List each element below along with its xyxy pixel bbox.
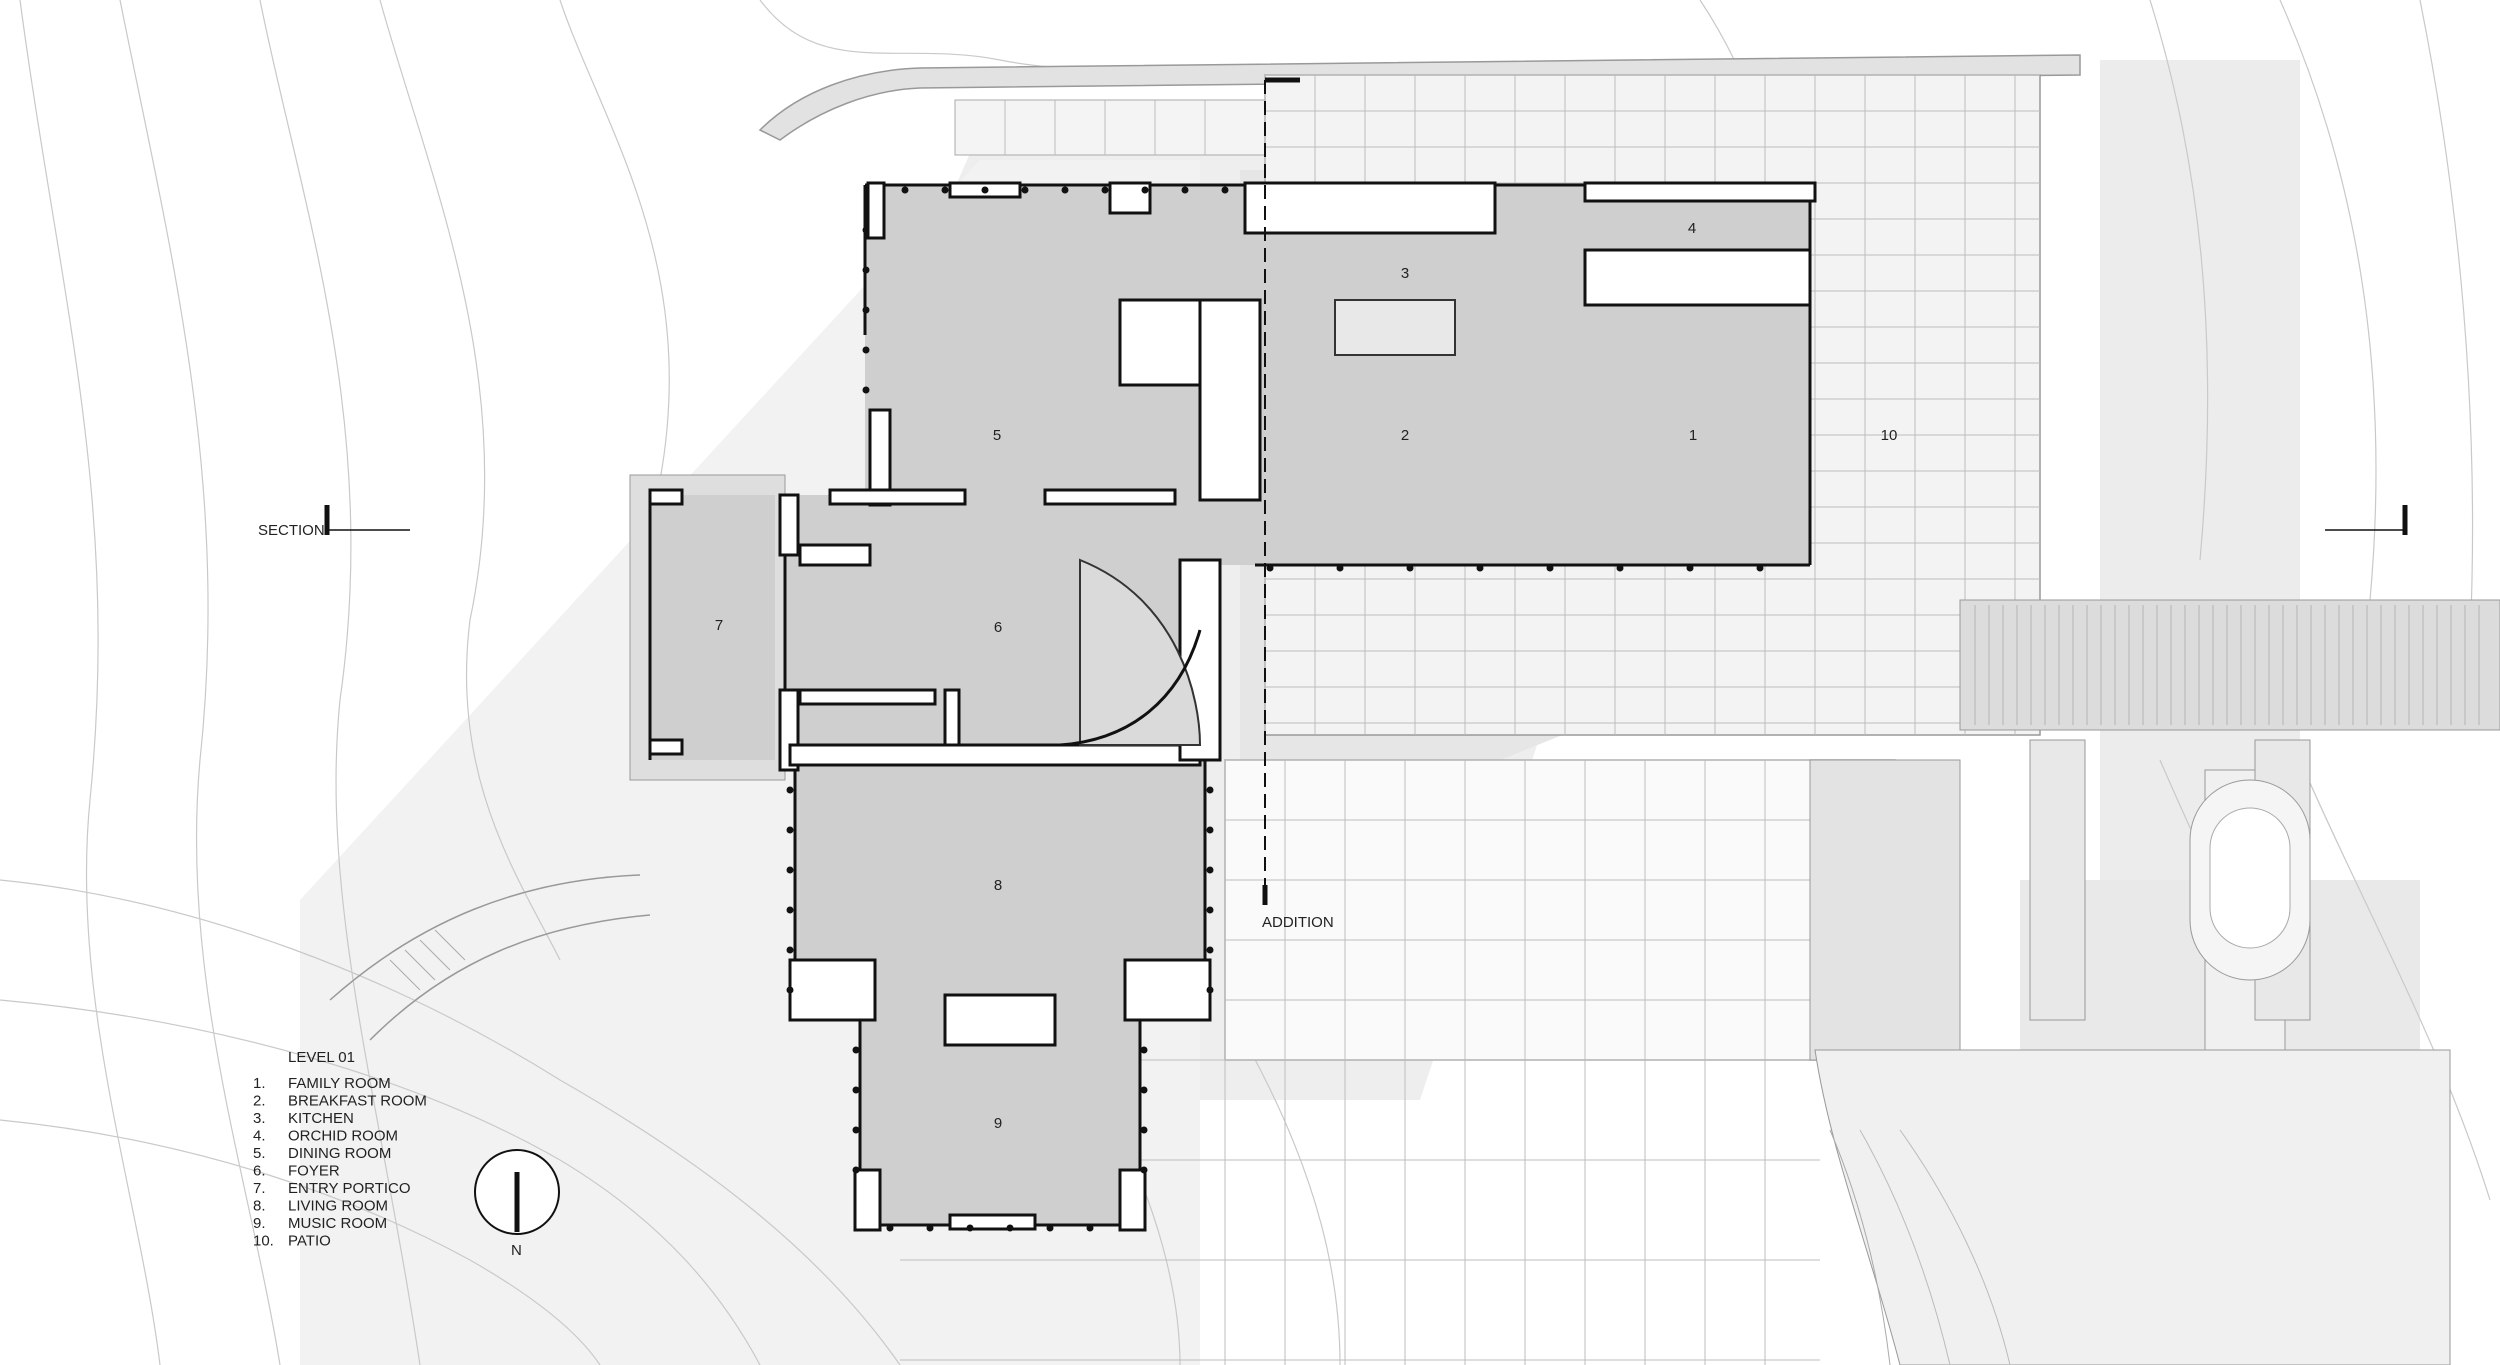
room-number-breakfast: 2 [1401, 427, 1409, 444]
column [1206, 946, 1214, 954]
column [1406, 564, 1414, 572]
column [852, 1046, 860, 1054]
legend-item-label: FAMILY ROOM [288, 1075, 391, 1092]
room-labels: 1 2 3 4 5 6 7 8 9 10 [715, 220, 1898, 1132]
column [1476, 564, 1484, 572]
column [786, 866, 794, 874]
legend: LEVEL 01 1. FAMILY ROOM 2. BREAKFAST ROOM 3.… [253, 1049, 427, 1250]
column [901, 186, 909, 194]
column [862, 226, 870, 234]
column [1546, 564, 1554, 572]
column [1221, 186, 1229, 194]
legend-item-label: FOYER [288, 1163, 340, 1180]
column [1756, 564, 1764, 572]
column [926, 1224, 934, 1232]
legend-item-number: 6. [253, 1163, 266, 1180]
lawn-grid [900, 759, 1961, 1365]
north-label: N [511, 1242, 522, 1259]
column [1181, 186, 1189, 194]
room-number-orchid: 4 [1688, 220, 1696, 237]
room-number-music: 9 [994, 1115, 1002, 1132]
column [1616, 564, 1624, 572]
column [1141, 186, 1149, 194]
room-number-foyer: 6 [994, 619, 1002, 636]
legend-item-number: 10. [253, 1233, 274, 1250]
building [629, 181, 1817, 1232]
column [1206, 826, 1214, 834]
column [1140, 1126, 1148, 1134]
section-label: SECTION [258, 522, 325, 539]
column [786, 906, 794, 914]
legend-item-label: PATIO [288, 1233, 331, 1250]
column [886, 1224, 894, 1232]
column [786, 786, 794, 794]
column [981, 186, 989, 194]
legend-item-label: LIVING ROOM [288, 1198, 388, 1215]
legend-item-label: DINING ROOM [288, 1145, 391, 1162]
column [862, 306, 870, 314]
legend-item-label: MUSIC ROOM [288, 1215, 387, 1232]
column [1206, 786, 1214, 794]
column [1266, 564, 1274, 572]
room-number-portico: 7 [715, 617, 723, 634]
column [786, 986, 794, 994]
column [1206, 906, 1214, 914]
legend-item-number: 4. [253, 1128, 266, 1145]
legend-item-label: ORCHID ROOM [288, 1128, 398, 1145]
legend-item-number: 3. [253, 1110, 266, 1127]
column [1140, 1046, 1148, 1054]
column [1336, 564, 1344, 572]
legend-item-number: 2. [253, 1093, 266, 1110]
addition-label: ADDITION [1262, 914, 1334, 931]
column [1206, 986, 1214, 994]
column [1206, 866, 1214, 874]
north-arrow-icon: N [474, 1149, 560, 1259]
room-number-family: 1 [1689, 427, 1697, 444]
legend-item-label: KITCHEN [288, 1110, 354, 1127]
column [852, 1086, 860, 1094]
column [1006, 1224, 1014, 1232]
column [852, 1126, 860, 1134]
legend-item-number: 5. [253, 1145, 266, 1162]
column [1061, 186, 1069, 194]
column [1046, 1224, 1054, 1232]
legend-item-number: 9. [253, 1215, 266, 1232]
room-number-kitchen: 3 [1401, 265, 1409, 282]
column [852, 1166, 860, 1174]
legend-item-label: ENTRY PORTICO [288, 1180, 411, 1197]
column [786, 826, 794, 834]
column [1140, 1086, 1148, 1094]
column [786, 946, 794, 954]
legend-item-number: 1. [253, 1075, 266, 1092]
room-number-patio: 10 [1881, 427, 1898, 444]
column [1021, 186, 1029, 194]
column [1101, 186, 1109, 194]
column [941, 186, 949, 194]
east-garden [1814, 599, 2500, 1365]
column [862, 346, 870, 354]
column [1686, 564, 1694, 572]
column [862, 266, 870, 274]
column [966, 1224, 974, 1232]
legend-item-number: 8. [253, 1198, 266, 1215]
column [1086, 1224, 1094, 1232]
column [1140, 1166, 1148, 1174]
column [862, 386, 870, 394]
legend-title: LEVEL 01 [288, 1049, 355, 1066]
room-number-living: 8 [994, 877, 1002, 894]
legend-item-number: 7. [253, 1180, 266, 1197]
legend-item-label: BREAKFAST ROOM [288, 1093, 427, 1110]
room-number-dining: 5 [993, 427, 1001, 444]
section-markers [324, 77, 2408, 905]
sw-steps [329, 874, 651, 1041]
